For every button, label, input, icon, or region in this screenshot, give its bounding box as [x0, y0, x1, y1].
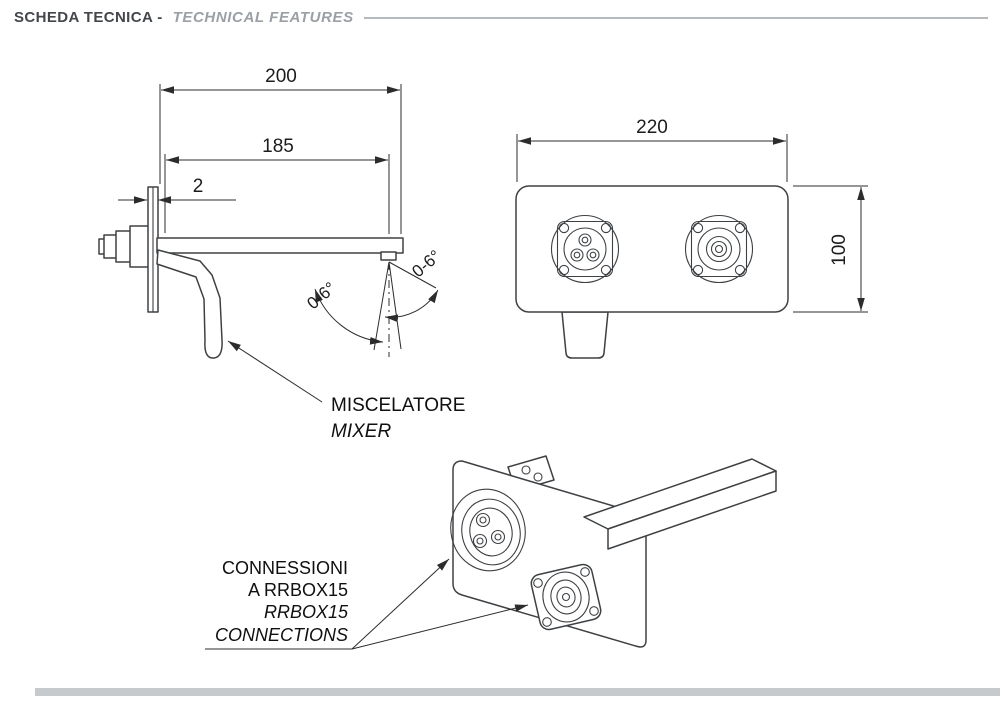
- side-view-dimensions: 200 185 2 0-6° 0-6°: [118, 66, 445, 357]
- port-hole: [578, 233, 592, 247]
- dim-text-100: 100: [829, 234, 850, 266]
- perspective-view: [450, 455, 777, 648]
- dim-text-200: 200: [265, 66, 297, 87]
- bottom-tab: [561, 311, 609, 359]
- fixture-flange: [690, 220, 748, 278]
- header-title-english: TECHNICAL FEATURES: [172, 8, 354, 26]
- screw-hole: [533, 578, 543, 588]
- callouts: MISCELATORE MIXER CONNESSIONI A RRBOX15 …: [205, 340, 529, 650]
- angle-arc-right: [384, 289, 439, 323]
- connections-leader-line-1: [351, 558, 450, 650]
- aerator: [380, 251, 397, 261]
- front-view-dimensions: 220 100: [516, 117, 868, 313]
- valve-body: [115, 230, 132, 263]
- port-hole: [475, 512, 491, 528]
- perspective-fitting-three-hole: [450, 488, 526, 572]
- fixture-inner-ring: [705, 235, 733, 263]
- front-fixture-left: [550, 214, 620, 284]
- screw-hole: [580, 567, 590, 577]
- fixture-inner-ring: [697, 227, 741, 271]
- dim-text-185: 185: [262, 136, 294, 157]
- port-hole: [472, 533, 488, 549]
- bracket-hole: [533, 472, 543, 482]
- screw-hole: [558, 264, 570, 276]
- angle-text-left: 0-6°: [303, 278, 339, 313]
- port-hole: [586, 248, 600, 262]
- screw-hole: [542, 617, 552, 627]
- fitting-ring: [556, 586, 576, 608]
- fitting-center-dot: [561, 592, 571, 602]
- port-hole: [490, 529, 506, 545]
- front-view: [515, 185, 789, 359]
- fixture-outer-circle: [550, 214, 620, 284]
- angle-arc-left: [314, 288, 384, 345]
- screw-hole: [734, 222, 746, 234]
- screw-hole: [692, 264, 704, 276]
- side-view: [98, 186, 404, 359]
- connections-leader-line-2: [351, 604, 529, 650]
- valve-hex: [103, 234, 118, 259]
- mixer-label-english: MIXER: [331, 421, 391, 442]
- screw-hole: [692, 222, 704, 234]
- fitting-face: [461, 498, 521, 566]
- valve-collar: [129, 225, 150, 268]
- header-title-italian: SCHEDA TECNICA -: [14, 8, 163, 26]
- fitting-ring: [550, 579, 582, 615]
- fixture-inner-ring: [710, 240, 728, 258]
- connections-label-en-line1: RRBOX15: [264, 602, 349, 622]
- port-dot: [494, 533, 502, 541]
- spout-side: [156, 237, 404, 254]
- mixer-label-italian: MISCELATORE: [331, 395, 465, 416]
- screw-hole: [589, 606, 599, 616]
- connections-label-en-line2: CONNECTIONS: [215, 625, 348, 645]
- screw-hole: [558, 222, 570, 234]
- spray-line-left: [373, 261, 390, 351]
- mixer-handle: [156, 249, 223, 359]
- bracket-hole: [521, 465, 531, 475]
- mixer-leader-line: [227, 340, 323, 403]
- screw-hole: [600, 222, 612, 234]
- front-fixture-right: [684, 214, 754, 284]
- spray-line-tilted: [388, 261, 437, 289]
- port-dot: [589, 251, 597, 259]
- fitting-ring: [542, 571, 590, 623]
- footer-bar: [35, 688, 1000, 696]
- spray-line-right: [388, 261, 402, 350]
- header-rule: [363, 17, 988, 19]
- port-dot: [476, 537, 484, 545]
- connections-label-it-line2: A RRBOX15: [248, 580, 348, 600]
- wall-plate-front: [515, 185, 789, 313]
- port-hole: [570, 248, 584, 262]
- port-dot: [573, 251, 581, 259]
- screw-hole: [734, 264, 746, 276]
- fitting-collar: [450, 488, 526, 572]
- fixture-center-dot: [714, 244, 724, 254]
- fitting-inner-ring: [469, 507, 513, 557]
- fixture-outer-circle: [684, 214, 754, 284]
- perspective-fitting-outlet: [530, 563, 602, 631]
- fixture-inner-ring: [563, 227, 607, 271]
- header: SCHEDA TECNICA - TECHNICAL FEATURES: [14, 6, 988, 28]
- port-dot: [581, 236, 589, 244]
- screw-hole: [600, 264, 612, 276]
- dim-text-2: 2: [193, 176, 204, 197]
- connections-label-it-line1: CONNESSIONI: [222, 558, 348, 578]
- fixture-flange: [556, 220, 614, 278]
- spout-front-face: [607, 470, 777, 550]
- port-dot: [479, 516, 487, 524]
- dim-text-220: 220: [636, 117, 668, 138]
